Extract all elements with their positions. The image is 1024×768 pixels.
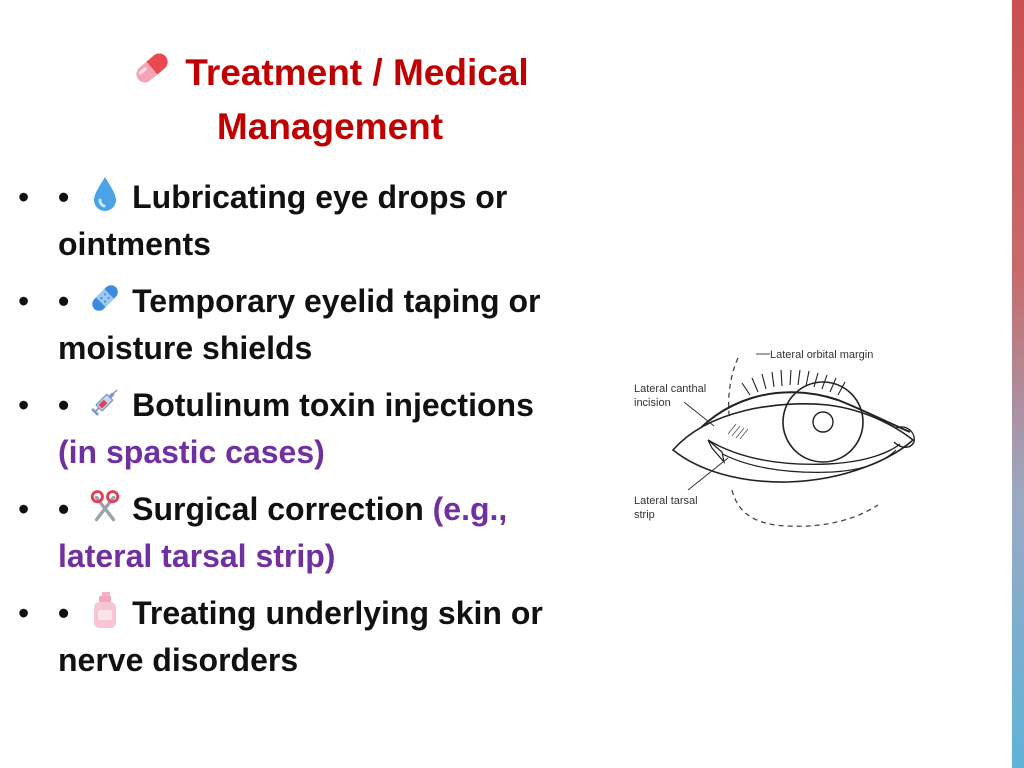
- bullet-marker: •: [18, 179, 30, 215]
- bullet-marker: •: [18, 595, 30, 631]
- treatment-list: • • Lubricating eye drops or ointments •…: [18, 174, 578, 694]
- scissors-icon: [90, 490, 120, 522]
- strip-leader: [687, 457, 729, 491]
- list-item: • • Botulinum toxin injections (in spast…: [18, 382, 578, 476]
- item-text: Treating underlying skin or nerve disord…: [58, 595, 543, 678]
- list-item: • • Treating underlying skin or nerve di…: [18, 590, 578, 684]
- bullet-marker: •: [18, 387, 30, 423]
- iris: [782, 381, 864, 463]
- label-strip-1: Lateral tarsal: [634, 495, 698, 507]
- droplet-icon: [94, 177, 117, 211]
- bandage-icon: [92, 285, 118, 311]
- label-orbital-margin: Lateral orbital margin: [770, 349, 873, 361]
- item-prefix: •: [58, 491, 70, 527]
- eyelashes: [741, 369, 846, 396]
- item-text: Surgical correction: [132, 491, 424, 527]
- item-prefix: •: [58, 595, 70, 631]
- list-item: • • Temporary eyelid taping or moisture …: [18, 278, 578, 372]
- upper-eyelid: [685, 391, 911, 446]
- tarsal-strip-end: [707, 439, 726, 465]
- slide-accent-bar: [1012, 0, 1024, 768]
- bullet-marker: •: [18, 283, 30, 319]
- item-text: Botulinum toxin injections: [132, 387, 534, 423]
- label-canthal-1: Lateral canthal: [634, 383, 706, 395]
- slide-title: Treatment / Medical Management: [90, 46, 570, 154]
- bullet-marker: •: [18, 491, 30, 527]
- eye-outline: [671, 403, 915, 483]
- title-line-1: Treatment / Medical: [90, 46, 570, 100]
- canthal-leader: [683, 401, 715, 427]
- title-line-2: Management: [216, 106, 444, 147]
- pupil: [812, 411, 834, 433]
- list-item: • • Lubricating eye drops or ointments: [18, 174, 578, 268]
- item-note: (in spastic cases): [58, 434, 325, 470]
- item-prefix: •: [58, 387, 70, 423]
- label-strip-2: strip: [634, 509, 655, 521]
- item-prefix: •: [58, 179, 70, 215]
- list-item: • • Surgical correction (e.g., lateral t…: [18, 486, 578, 580]
- orbital-margin-lower: [731, 489, 879, 527]
- title-text-1: Treatment / Medical: [185, 52, 529, 93]
- pill-icon: [136, 53, 168, 83]
- item-note: (e.g., lateral tarsal strip): [58, 491, 508, 574]
- item-text: Lubricating eye drops or ointments: [58, 179, 508, 262]
- item-text: Temporary eyelid taping or moisture shie…: [58, 283, 541, 366]
- eyelid-diagram: Lateral orbital margin Lateral canthal i…: [634, 349, 915, 527]
- syringe-icon: [91, 389, 118, 416]
- lotion-bottle-icon: [94, 592, 117, 628]
- label-canthal-2: incision: [634, 397, 671, 409]
- item-prefix: •: [58, 283, 70, 319]
